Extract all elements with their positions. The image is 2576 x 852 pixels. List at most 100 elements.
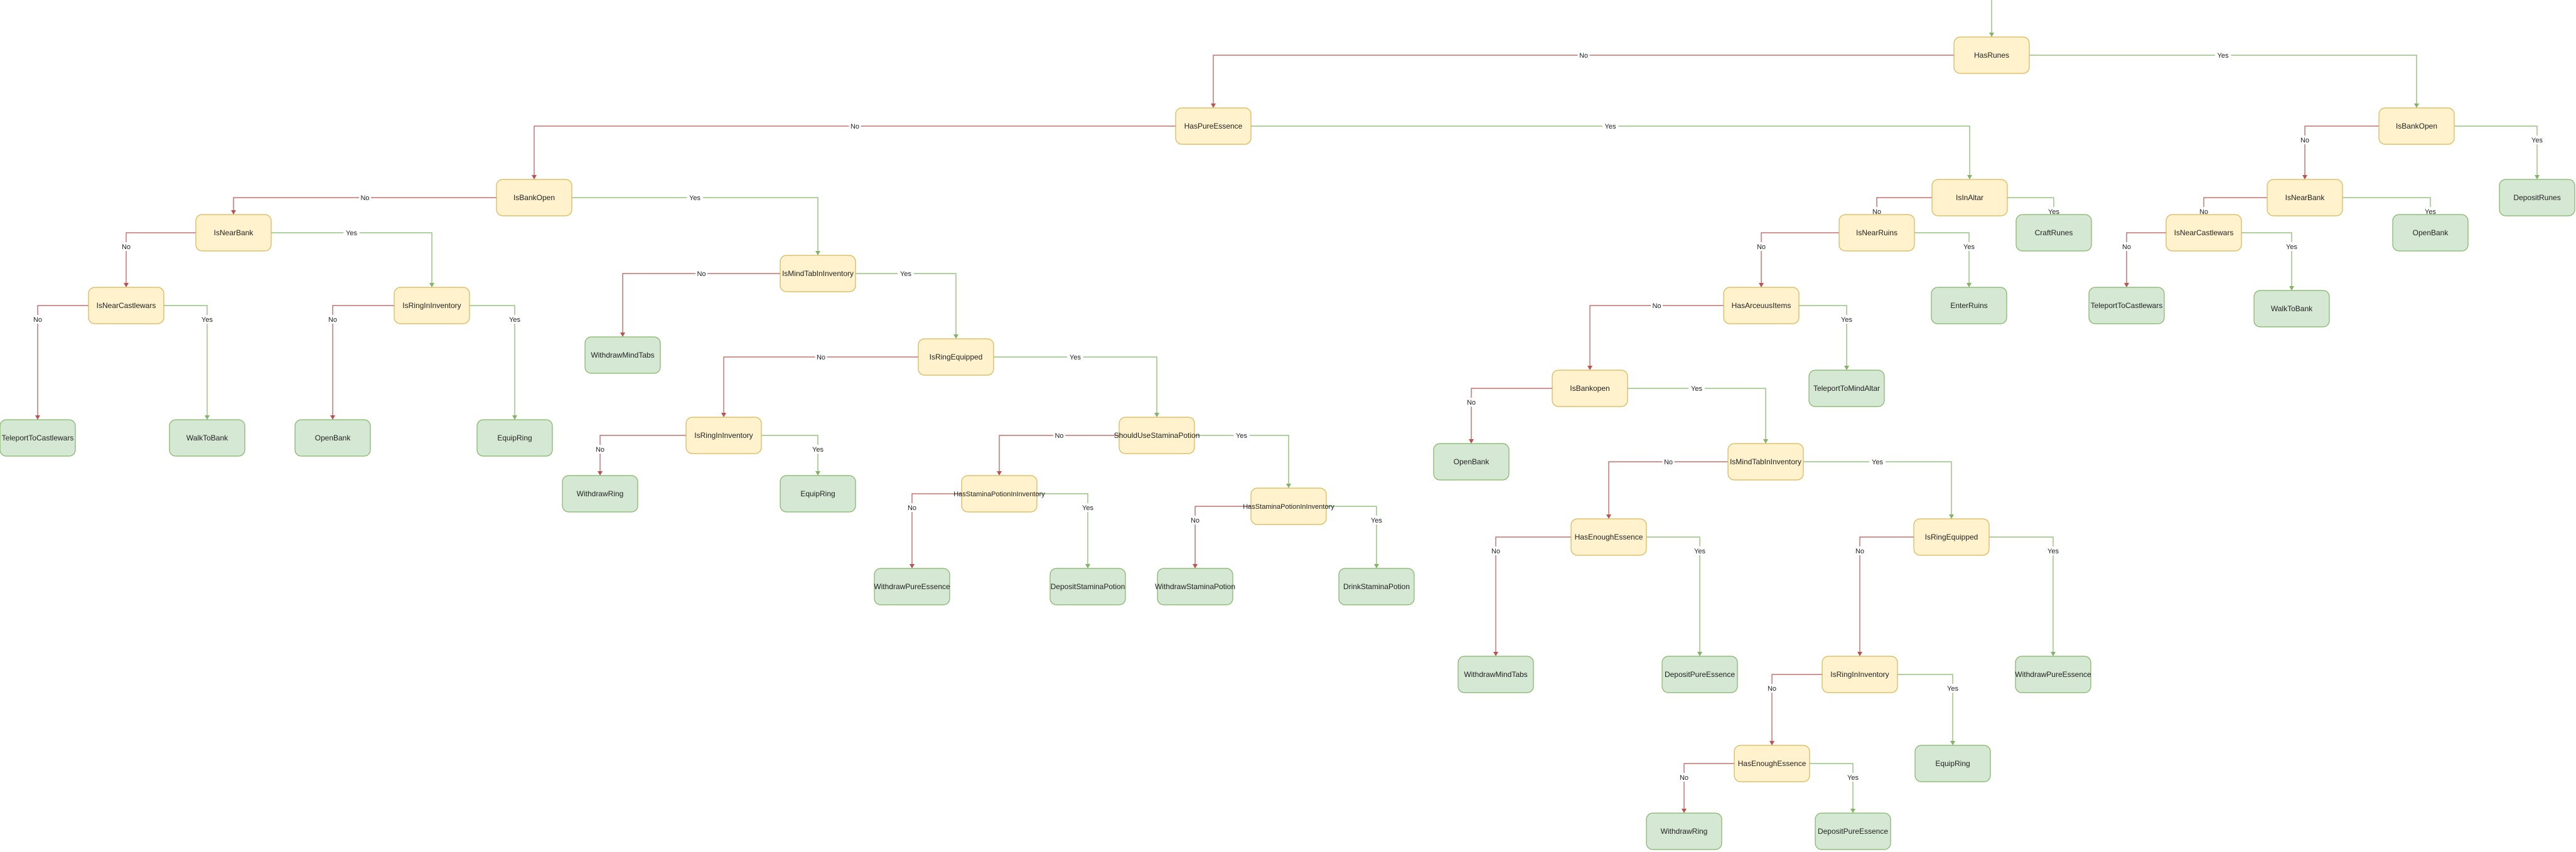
edge-line <box>1897 674 1953 742</box>
action-node[interactable]: EquipRing <box>780 475 856 513</box>
action-node[interactable]: WithdrawPureEssence <box>2015 656 2091 693</box>
action-node[interactable]: WithdrawMindTabs <box>584 336 661 374</box>
edge-line <box>2029 55 2417 104</box>
action-node[interactable]: WalkToBank <box>2253 290 2330 327</box>
action-node[interactable]: EnterRuins <box>1931 287 2007 324</box>
edge-label-bg <box>2046 207 2062 216</box>
edge-yes: Yes <box>1897 674 1961 745</box>
edge-label-bg <box>1489 546 1502 555</box>
edge-line <box>1628 388 1766 440</box>
node-box <box>1457 656 1534 693</box>
edge-label-bg <box>2284 242 2300 251</box>
edge-yes: Yes <box>1326 506 1385 568</box>
decision-node[interactable]: IsNearBank <box>2267 179 2343 216</box>
node-label: IsMindTabInInventory <box>1730 457 1801 466</box>
decision-node[interactable]: IsNearBank <box>195 214 272 252</box>
edge-line <box>761 435 818 472</box>
action-node[interactable]: DepositStaminaPotion <box>1049 568 1126 605</box>
node-label: IsRingEquipped <box>930 353 983 361</box>
node-label: TeleportToCastlewars <box>2091 301 2163 310</box>
edge-line <box>271 232 432 284</box>
action-node[interactable]: OpenBank <box>294 419 371 457</box>
arrowhead <box>953 334 958 339</box>
node-box <box>1175 107 1252 145</box>
decision-node[interactable]: IsRingEquipped <box>918 338 994 376</box>
node-box <box>1119 417 1195 454</box>
decision-node[interactable]: HasArceuusItems <box>1723 287 1800 324</box>
action-node[interactable]: DepositRunes <box>2499 179 2575 216</box>
decision-node[interactable]: IsNearCastlewars <box>2165 214 2242 252</box>
edge-label-bg <box>906 503 918 512</box>
node-label: EnterRuins <box>1950 301 1987 310</box>
action-node[interactable]: EquipRing <box>1914 745 1991 782</box>
edge-label-bg <box>2214 51 2231 60</box>
node-box <box>1157 568 1233 605</box>
node-box <box>1931 287 2007 324</box>
action-node[interactable]: WithdrawPureEssence <box>874 568 950 605</box>
decision-node[interactable]: IsInAltar <box>1931 179 2008 216</box>
decision-node[interactable]: IsMindTabInInventory <box>1727 443 1804 481</box>
action-node[interactable]: TeleportToMindAltar <box>1808 370 1885 407</box>
decision-node[interactable]: HasStaminaPotionInInventory <box>1243 487 1334 525</box>
edge-label-bg <box>120 242 132 251</box>
edge-label-yes: Yes <box>900 270 911 278</box>
arrowhead <box>1967 175 1972 179</box>
decision-node[interactable]: IsBankOpen <box>496 179 572 216</box>
node-box <box>2378 107 2455 145</box>
decision-node[interactable]: HasStaminaPotionInInventory <box>953 475 1045 513</box>
node-label: EquipRing <box>1935 759 1970 768</box>
arrowhead <box>910 564 915 568</box>
edge-label-no: No <box>1855 548 1864 555</box>
edge-yes: Yes <box>1646 536 1708 656</box>
edge-label-bg <box>810 445 826 454</box>
arrowhead <box>1857 652 1862 656</box>
edge-no: No <box>1465 388 1552 444</box>
decision-node[interactable]: IsBankopen <box>1552 370 1628 407</box>
decision-node[interactable]: IsBankOpen <box>2378 107 2455 145</box>
action-node[interactable]: WithdrawStaminaPotion <box>1155 568 1235 605</box>
action-node[interactable]: EquipRing <box>476 419 553 457</box>
edge-yes: Yes <box>1251 122 1972 179</box>
arrowhead <box>1154 413 1159 417</box>
action-node[interactable]: DepositPureEssence <box>1815 812 1891 850</box>
node-label: IsRingInInventory <box>402 301 461 310</box>
action-node[interactable]: DrinkStaminaPotion <box>1338 568 1415 605</box>
decision-node[interactable]: ShouldUseStaminaPotion <box>1114 417 1200 454</box>
edge-label-yes: Yes <box>1070 354 1081 361</box>
edge-label-bg <box>687 193 703 202</box>
arrowhead <box>1587 366 1592 370</box>
decision-node[interactable]: IsRingInInventory <box>394 287 470 324</box>
edge-no: No <box>1766 674 1822 745</box>
action-node[interactable]: WithdrawRing <box>1646 812 1722 850</box>
node-label: IsNearRuins <box>1856 228 1897 237</box>
action-node[interactable]: OpenBank <box>1433 443 1510 481</box>
edge-no: No <box>1870 197 1932 216</box>
edge-line <box>1471 388 1552 440</box>
action-node[interactable]: CraftRunes <box>2015 214 2092 252</box>
decision-node[interactable]: HasRunes <box>1953 36 2030 74</box>
decision-node[interactable]: IsRingEquipped <box>1913 518 1990 556</box>
node-box <box>195 214 272 252</box>
node-label: DepositPureEssence <box>1665 670 1735 679</box>
node-label: TeleportToCastlewars <box>2 434 74 442</box>
decision-node[interactable]: IsNearRuins <box>1838 214 1915 252</box>
arrowhead <box>1374 564 1379 568</box>
decision-node[interactable]: HasEnoughEssence <box>1734 745 1810 782</box>
action-node[interactable]: OpenBank <box>2392 214 2469 252</box>
action-node[interactable]: WalkToBank <box>169 419 245 457</box>
decision-node[interactable]: IsMindTabInInventory <box>780 255 856 292</box>
decision-node[interactable]: IsNearCastlewars <box>88 287 164 324</box>
action-node[interactable]: DepositPureEssence <box>1661 656 1738 693</box>
action-node[interactable]: WithdrawRing <box>562 475 638 513</box>
edge-line <box>1989 536 2054 652</box>
action-node[interactable]: TeleportToCastlewars <box>2088 287 2165 324</box>
node-label: HasStaminaPotionInInventory <box>953 491 1045 498</box>
arrowhead <box>1286 484 1291 488</box>
action-node[interactable]: WithdrawMindTabs <box>1457 656 1534 693</box>
decision-node[interactable]: HasPureEssence <box>1175 107 1252 145</box>
decision-node[interactable]: IsRingInInventory <box>1822 656 1898 693</box>
decision-node[interactable]: IsRingInInventory <box>685 417 762 454</box>
decision-node[interactable]: HasEnoughEssence <box>1570 518 1647 556</box>
action-node[interactable]: TeleportToCastlewars <box>0 419 76 457</box>
